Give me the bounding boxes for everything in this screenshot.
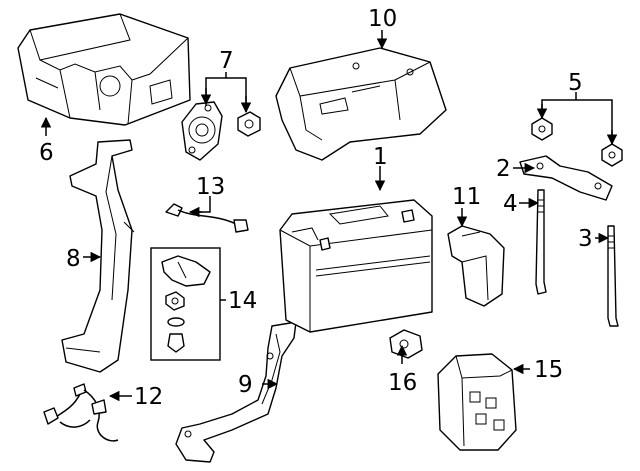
label-14: 14 [228,288,257,314]
label-15: 15 [534,357,563,383]
part-2-bracket [519,155,613,201]
label-4: 4 [503,191,518,217]
label-6: 6 [39,140,54,166]
part-1-battery [279,199,433,333]
label-12: 12 [134,384,163,410]
part-16-connector [389,329,423,359]
label-2: 2 [496,156,511,182]
label-9: 9 [238,372,253,398]
label-16: 16 [388,370,417,396]
label-8: 8 [66,246,81,272]
label-13: 13 [196,174,225,200]
part-14-hardware-kit [150,247,221,361]
label-3: 3 [578,226,593,252]
part-7-sensor-parts [181,101,261,161]
part-4-rod [535,189,547,295]
label-7: 7 [219,48,234,74]
part-12-wire-harness [43,383,119,442]
part-10-battery-cover [275,47,447,161]
part-15-fuse-block [437,353,517,451]
part-6-battery-tray [17,13,191,126]
callout-labels: 1 2 3 4 5 6 7 8 9 10 11 12 13 14 15 16 [39,6,593,410]
leader-lines [40,30,618,402]
part-9-hold-down-bracket [175,321,297,463]
part-11-bracket-cover [447,225,505,307]
part-3-rod [607,225,619,327]
label-11: 11 [452,184,481,210]
part-13-cable [165,203,249,233]
label-5: 5 [568,70,583,96]
label-1: 1 [373,144,388,170]
part-8-vent-tube [61,139,135,373]
label-10: 10 [368,6,397,32]
